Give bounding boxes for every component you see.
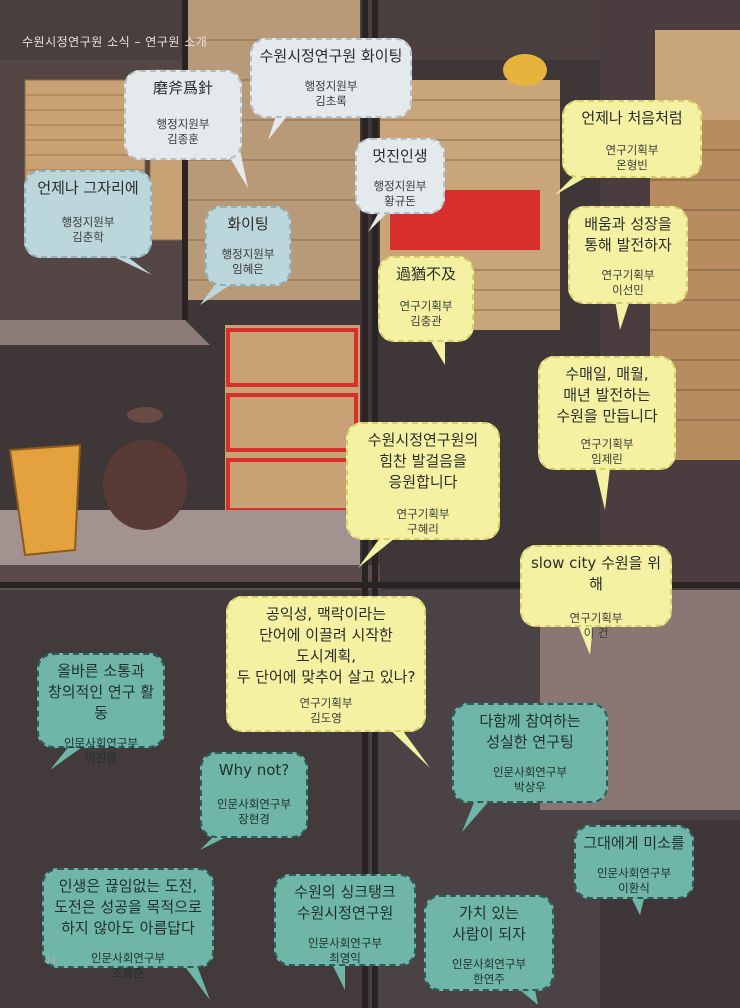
speech-bubble: 언제나 그자리에 행정지원부 김춘학: [24, 170, 152, 258]
bubble-tails: [50, 110, 645, 1005]
speech-bubble: 배움과 성장을 통해 발전하자 연구기획부 이선민: [568, 206, 688, 304]
bubble-department: 인문사회연구부: [307, 936, 383, 950]
bubble-department: 행정지원부: [373, 179, 427, 193]
bubble-motto: 수원시정연구원의 힘찬 발걸음을 응원합니다: [367, 431, 479, 491]
bubble-motto: slow city 수원을 위해: [530, 554, 662, 593]
bubble-department: 인문사회연구부: [596, 866, 672, 880]
bubble-department: 연구기획부: [605, 143, 659, 157]
speech-bubble: 磨斧爲針 행정지원부 김종훈: [124, 70, 242, 160]
bubble-person-name: 박상우: [514, 780, 546, 794]
speech-bubble: slow city 수원을 위해 연구기획부 이 건: [520, 545, 672, 640]
speech-bubble: 인생은 끊임없는 도전, 도전은 성공을 목적으로 하지 않아도 아름답다 인문…: [42, 868, 214, 980]
speech-bubble: 멋진인생 행정지원부 황규돈: [355, 138, 445, 214]
bubble-motto: 그대에게 미소를: [583, 834, 685, 852]
bubble-department: 인문사회연구부: [63, 736, 139, 750]
bubble-person-name: 한연주: [473, 972, 505, 986]
speech-bubble: 다함께 참여하는 성실한 연구팅 인문사회연구부 박상우: [452, 703, 608, 803]
bubble-person-name: 구혜리: [407, 522, 439, 536]
bubble-motto: 가치 있는 사람이 되자: [452, 904, 526, 943]
bubble-motto: 배움과 성장을 통해 발전하자: [584, 215, 672, 254]
speech-bubble: 수원시정연구원의 힘찬 발걸음을 응원합니다 연구기획부 구혜리: [346, 422, 500, 540]
speech-bubble: 그대에게 미소를 인문사회연구부 이환식: [574, 825, 694, 899]
bubble-person-name: 김춘학: [72, 230, 104, 244]
bubble-department: 연구기획부: [399, 299, 453, 313]
speech-bubble: 올바른 소통과 창의적인 연구 활동 인문사회연구부 이진영: [37, 653, 165, 765]
bubble-person-name: 이환식: [618, 881, 650, 895]
bubble-motto: 화이팅: [227, 215, 269, 233]
page-number: 44: [44, 956, 57, 967]
bubble-motto: 언제나 그자리에: [37, 179, 139, 197]
bubble-motto: Why not?: [218, 761, 290, 779]
bubble-department: 연구기획부: [580, 437, 634, 451]
bubble-person-name: 임혜은: [232, 262, 264, 276]
bubble-person-name: 이선민: [612, 283, 644, 297]
speech-bubble: 공익성, 맥락이라는 단어에 이끌려 시작한 도시계획, 두 단어에 맞추어 살…: [226, 596, 426, 732]
bubble-department: 행정지원부: [304, 79, 358, 93]
speech-bubble: 수원시정연구원 화이팅 행정지원부 김초록: [250, 38, 412, 118]
bubble-person-name: 김충관: [410, 314, 442, 328]
bubble-motto: 언제나 처음처럼: [581, 109, 683, 127]
bubble-person-name: 온형빈: [616, 158, 648, 172]
bubble-motto: 수원의 싱크탱크 수원시정연구원: [294, 883, 396, 922]
bubble-department: 연구기획부: [569, 611, 623, 625]
bubble-motto: 공익성, 맥락이라는 단어에 이끌려 시작한 도시계획, 두 단어에 맞추어 살…: [236, 605, 416, 686]
bubble-person-name: 황규돈: [384, 194, 416, 208]
bubble-person-name: 김도영: [310, 711, 342, 725]
bubble-department: 행정지원부: [221, 247, 275, 261]
bubble-person-name: 조용준: [112, 966, 144, 980]
bubble-department: 연구기획부: [396, 507, 450, 521]
bubble-motto: 過猶不及: [395, 265, 456, 283]
bubble-department: 인문사회연구부: [216, 797, 292, 811]
bubble-department: 행정지원부: [61, 215, 115, 229]
bubble-motto: 磨斧爲針: [152, 79, 213, 97]
bubble-person-name: 이 건: [583, 626, 609, 640]
speech-bubble: 가치 있는 사람이 되자 인문사회연구부 한연주: [424, 895, 554, 991]
bubble-motto: 수매일, 매월, 매년 발전하는 수원을 만듭니다: [556, 365, 658, 425]
bubble-person-name: 임제린: [591, 452, 623, 466]
bubble-department: 인문사회연구부: [492, 765, 568, 779]
speech-bubble: 화이팅 행정지원부 임혜은: [205, 206, 291, 286]
bubble-department: 연구기획부: [299, 696, 353, 710]
bubble-department: 인문사회연구부: [90, 951, 166, 965]
bubble-motto: 다함께 참여하는 성실한 연구팅: [479, 712, 581, 751]
speech-bubble: 언제나 처음처럼 연구기획부 온형빈: [562, 100, 702, 178]
bubble-department: 연구기획부: [601, 268, 655, 282]
bubble-person-name: 김초록: [315, 94, 347, 108]
page-header: 수원시정연구원 소식 – 연구원 소개: [22, 35, 208, 49]
bubble-person-name: 최영익: [329, 951, 361, 965]
bubble-motto: 올바른 소통과 창의적인 연구 활동: [47, 662, 155, 722]
speech-bubble: 수매일, 매월, 매년 발전하는 수원을 만듭니다 연구기획부 임제린: [538, 356, 676, 470]
bubble-person-name: 이진영: [85, 751, 117, 765]
bubble-person-name: 김종훈: [167, 132, 199, 146]
bubble-motto: 수원시정연구원 화이팅: [259, 47, 403, 65]
bubble-person-name: 장현경: [238, 812, 270, 826]
speech-bubble: 수원의 싱크탱크 수원시정연구원 인문사회연구부 최영익: [274, 874, 416, 966]
bubble-motto: 멋진인생: [372, 147, 428, 165]
speech-bubble: Why not? 인문사회연구부 장현경: [200, 752, 308, 838]
speech-bubble: 過猶不及 연구기획부 김충관: [378, 256, 474, 342]
bubble-department: 행정지원부: [156, 117, 210, 131]
bubble-department: 인문사회연구부: [451, 957, 527, 971]
bubble-motto: 인생은 끊임없는 도전, 도전은 성공을 목적으로 하지 않아도 아름답다: [54, 877, 202, 937]
